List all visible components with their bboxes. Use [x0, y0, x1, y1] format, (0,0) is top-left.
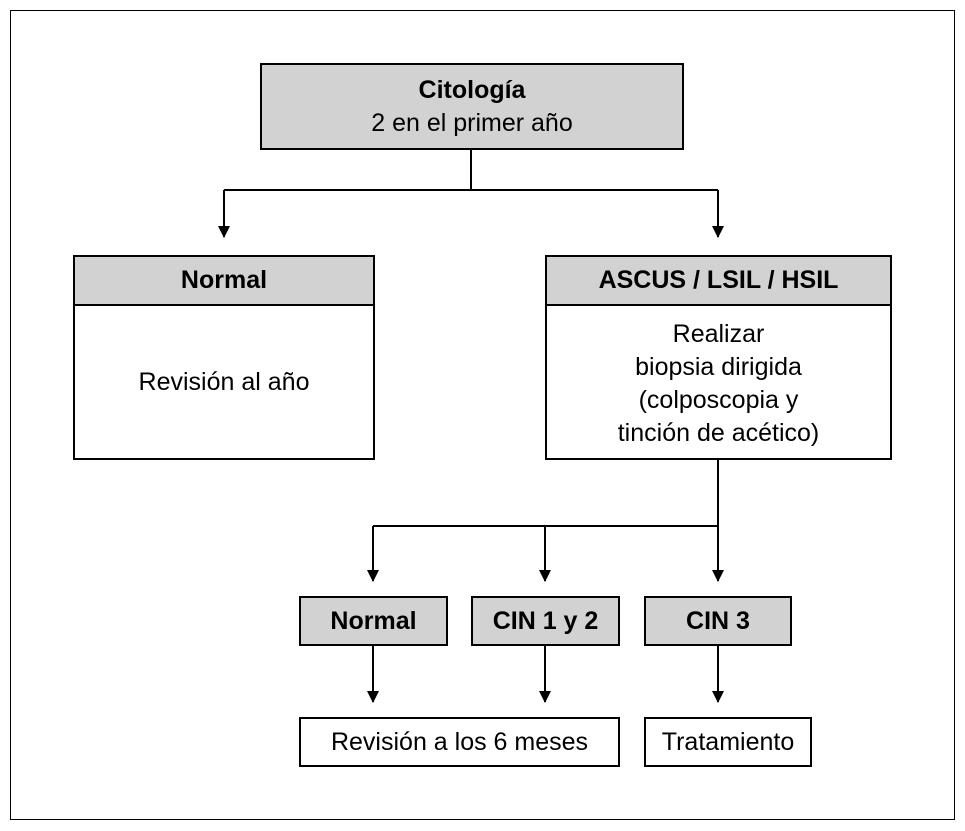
revision-al-ano-text: Revisión al año: [138, 367, 310, 396]
result-normal-box: Normal: [299, 596, 448, 646]
ascus-box: ASCUS / LSIL / HSIL Realizar biopsia dir…: [545, 255, 892, 460]
citologia-title: Citología: [418, 75, 526, 104]
revision-6-meses-box: Revisión a los 6 meses: [299, 717, 620, 767]
citologia-box: Citología 2 en el primer año: [260, 63, 684, 150]
result-cin3-label: CIN 3: [686, 606, 750, 635]
normal-box-header: Normal: [75, 257, 373, 306]
biopsy-line-2: biopsia dirigida: [635, 353, 802, 381]
result-normal-label: Normal: [330, 606, 417, 635]
tratamiento-label: Tratamiento: [661, 727, 795, 756]
ascus-box-header: ASCUS / LSIL / HSIL: [547, 257, 890, 306]
result-cin12-label: CIN 1 y 2: [492, 606, 599, 635]
biopsy-line-1: Realizar: [672, 320, 765, 348]
tratamiento-box: Tratamiento: [644, 717, 812, 767]
diagram-frame: [10, 10, 955, 820]
result-cin12-box: CIN 1 y 2: [471, 596, 620, 646]
biopsy-instructions: Realizar biopsia dirigida (colposcopia y…: [547, 306, 890, 458]
result-cin3-box: CIN 3: [644, 596, 792, 646]
normal-box-body: Revisión al año: [75, 306, 373, 458]
biopsy-line-4: tinción de acético): [617, 419, 820, 447]
biopsy-line-3: (colposcopia y: [638, 386, 799, 414]
revision-6-meses-label: Revisión a los 6 meses: [330, 727, 589, 756]
citologia-subtitle: 2 en el primer año: [371, 108, 573, 137]
normal-box: Normal Revisión al año: [73, 255, 375, 460]
